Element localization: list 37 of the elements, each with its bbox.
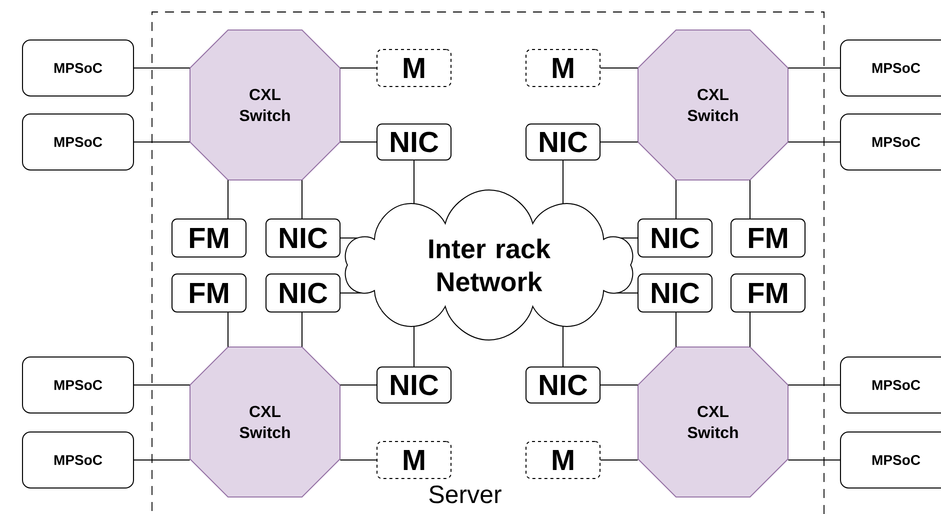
connector-line: [600, 384, 638, 386]
mpsoc-box: MPSoC: [22, 432, 134, 488]
connector-line: [562, 160, 564, 204]
component-box: NIC: [526, 124, 600, 160]
component-box: NIC: [526, 366, 600, 404]
component-box: NIC: [638, 218, 712, 258]
memory-box: M: [526, 441, 600, 479]
component-box: FM: [172, 218, 246, 258]
component-box: FM: [730, 218, 806, 258]
connector-line: [562, 326, 564, 367]
mpsoc-box: MPSoC: [22, 40, 134, 96]
connector-line: [340, 292, 362, 294]
switch-octagon: CXL Switch: [638, 30, 788, 180]
mpsoc-box: MPSoC: [840, 356, 941, 414]
component-box: NIC: [266, 274, 340, 312]
mpsoc-box: MPSoC: [22, 356, 134, 414]
component-box: NIC: [376, 124, 452, 160]
connector-line: [616, 292, 638, 294]
switch-octagon: CXL Switch: [190, 346, 340, 498]
network-cloud: Inter rack Network: [344, 190, 634, 340]
mpsoc-box: MPSoC: [840, 432, 941, 488]
memory-box: M: [376, 441, 452, 479]
memory-box: M: [526, 49, 600, 87]
component-box: NIC: [266, 218, 340, 258]
connector-line: [340, 384, 377, 386]
switch-octagon: CXL Switch: [190, 30, 340, 180]
mpsoc-box: MPSoC: [22, 114, 134, 170]
component-box: NIC: [638, 274, 712, 312]
connector-line: [134, 384, 190, 386]
component-box: FM: [172, 274, 246, 312]
component-box: FM: [730, 274, 806, 312]
memory-box: M: [376, 49, 452, 87]
mpsoc-box: MPSoC: [840, 40, 941, 96]
switch-octagon: CXL Switch: [638, 346, 788, 498]
mpsoc-box: MPSoC: [840, 114, 941, 170]
component-box: NIC: [376, 366, 452, 404]
connector-line: [788, 384, 840, 386]
